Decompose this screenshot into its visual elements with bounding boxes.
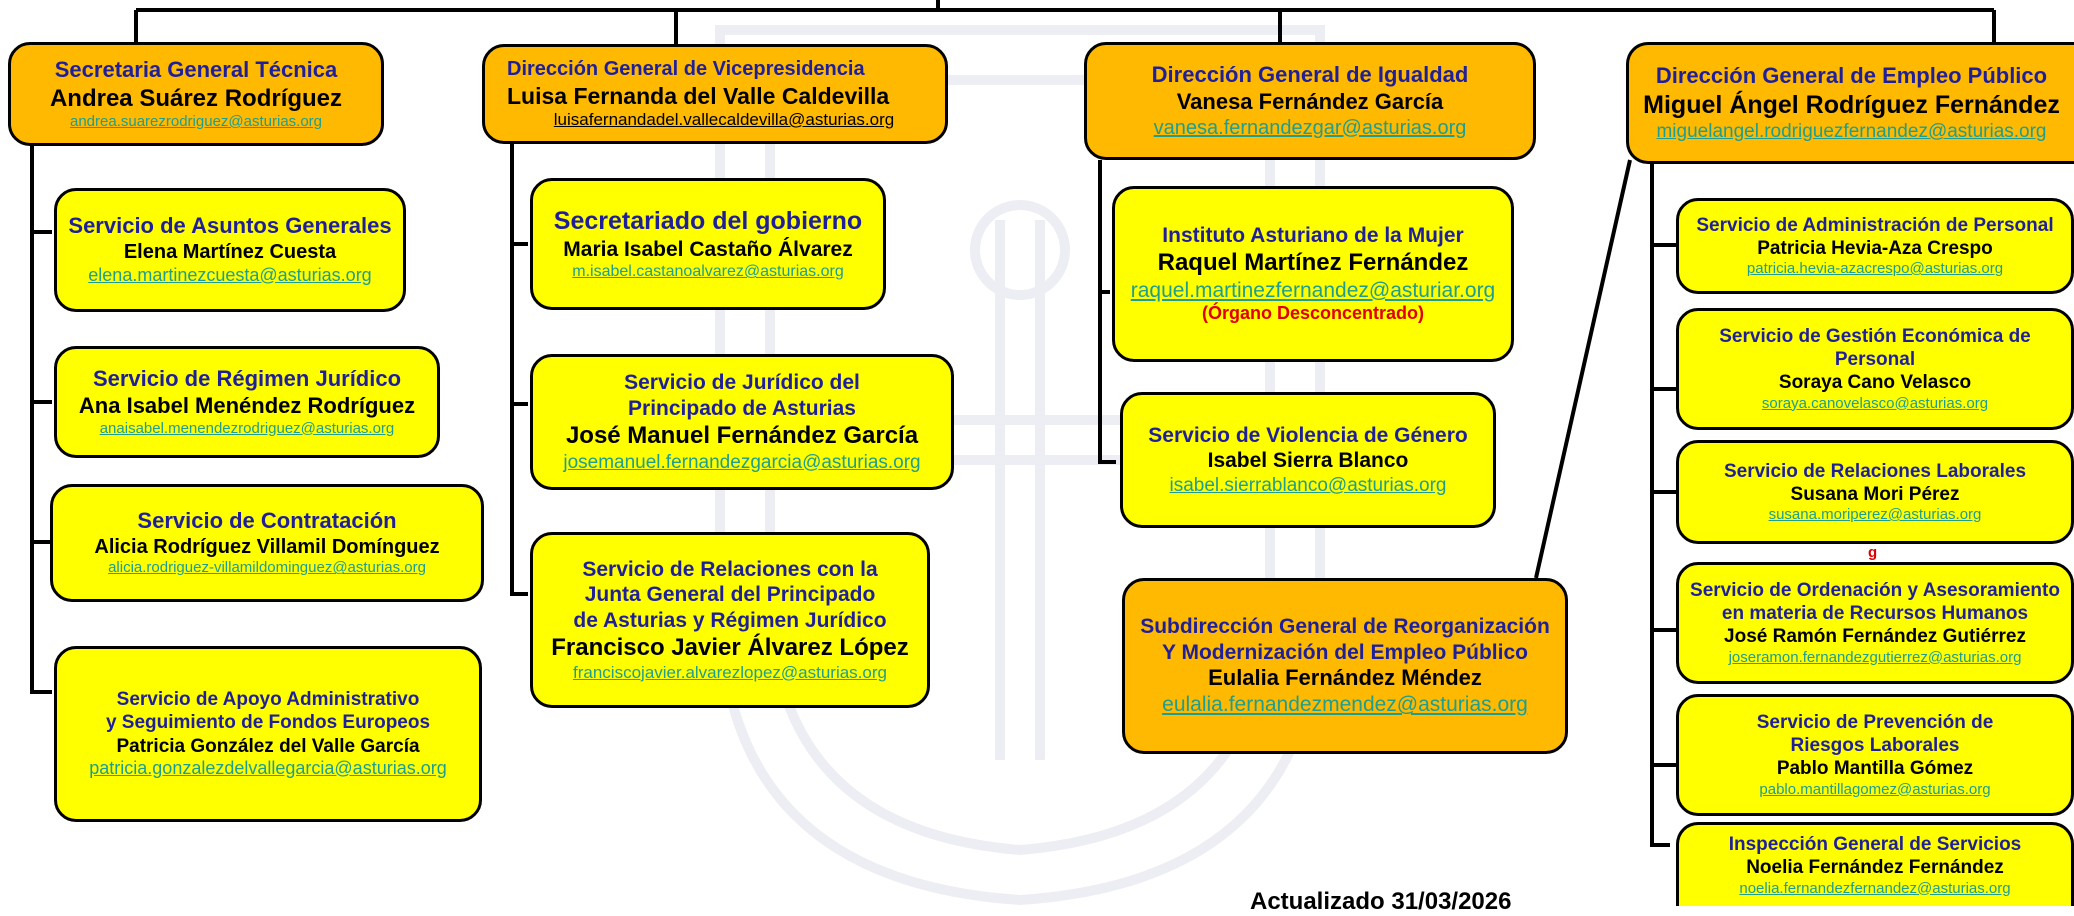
box-servicio-regimen-juridico: Servicio de Régimen Jurídico Ana Isabel … <box>54 346 440 458</box>
person-name: Patricia González del Valle García <box>116 735 420 757</box>
unit-name-line1: Subdirección General de Reorganización <box>1140 615 1550 639</box>
unit-name: Dirección General de Empleo Público <box>1655 62 2048 88</box>
person-name: Patricia Hevia-Aza Crespo <box>1757 237 1993 259</box>
unit-name: Inspección General de Servicios <box>1728 834 2022 856</box>
box-inspeccion-general-servicios: Inspección General de Servicios Noelia F… <box>1676 822 2074 906</box>
unit-name: Dirección General de Igualdad <box>1151 61 1469 87</box>
box-direccion-general-empleo-publico: Dirección General de Empleo Público Migu… <box>1626 42 2074 164</box>
unit-name: Servicio de Relaciones Laborales <box>1723 460 2027 482</box>
unit-name-line2: Junta General del Principado <box>584 583 876 607</box>
person-name: Susana Mori Pérez <box>1790 483 1960 505</box>
box-instituto-asturiano-mujer: Instituto Asturiano de la Mujer Raquel M… <box>1112 186 1514 362</box>
box-servicio-administracion-personal: Servicio de Administración de Personal P… <box>1676 198 2074 294</box>
email-link[interactable]: patricia.gonzalezdelvallegarcia@asturias… <box>89 757 447 778</box>
email-link[interactable]: soraya.canovelasco@asturias.org <box>1761 394 1989 412</box>
box-servicio-relaciones-laborales: Servicio de Relaciones Laborales Susana … <box>1676 440 2074 544</box>
unit-name-line1: Servicio de Prevención de <box>1756 712 1994 734</box>
email-link[interactable]: josemanuel.fernandezgarcia@asturias.org <box>563 451 921 473</box>
unit-name-line1: Servicio de Relaciones con la <box>582 557 878 581</box>
person-name: Ana Isabel Menéndez Rodríguez <box>78 392 416 418</box>
unit-name-line1: Servicio de Ordenación y Asesoramiento <box>1690 580 2060 602</box>
person-name: Elena Martínez Cuesta <box>123 241 337 264</box>
person-name: José Ramón Fernández Gutiérrez <box>1724 626 2026 648</box>
unit-name-line1: Servicio de Apoyo Administrativo <box>116 689 420 711</box>
email-link[interactable]: eulalia.fernandezmendez@asturias.org <box>1162 693 1528 717</box>
person-name: Andrea Suárez Rodríguez <box>49 84 343 112</box>
email-link[interactable]: luisafernandadel.vallecaldevilla@asturia… <box>553 109 895 129</box>
unit-name-line2: Principado de Asturias <box>628 396 856 420</box>
box-servicio-prevencion-riesgos: Servicio de Prevención de Riesgos Labora… <box>1676 694 2074 816</box>
email-link[interactable]: franciscojavier.alvarezlopez@asturias.or… <box>573 662 887 682</box>
email-link[interactable]: alicia.rodriguez-villamildominguez@astur… <box>108 559 426 577</box>
email-link[interactable]: raquel.martinezfernandez@asturiar.org <box>1130 278 1496 302</box>
box-secretaria-general-tecnica: Secretaria General Técnica Andrea Suárez… <box>8 42 384 146</box>
box-servicio-juridico-principado: Servicio de Jurídico del Principado de A… <box>530 354 954 490</box>
unit-name-line2: en materia de Recursos Humanos <box>1721 603 2029 625</box>
unit-name: Servicio de Violencia de Género <box>1148 423 1468 447</box>
email-link[interactable]: susana.moriperez@asturias.org <box>1768 506 1982 524</box>
person-name: Miguel Ángel Rodríguez Fernández <box>1643 90 2060 119</box>
box-servicio-asuntos-generales: Servicio de Asuntos Generales Elena Mart… <box>54 188 406 312</box>
email-link[interactable]: m.isabel.castanoalvarez@asturias.org <box>572 263 844 281</box>
person-name: Raquel Martínez Fernández <box>1157 249 1469 277</box>
unit-name: Servicio de Administración de Personal <box>1696 214 2054 236</box>
box-direccion-general-vicepresidencia: Dirección General de Vicepresidencia Lui… <box>482 44 948 144</box>
person-name: Noelia Fernández Fernández <box>1746 857 2004 879</box>
unit-name: Dirección General de Vicepresidencia <box>507 58 865 81</box>
unit-name-line2: Y Modernización del Empleo Público <box>1161 640 1528 664</box>
box-servicio-apoyo-administrativo: Servicio de Apoyo Administrativo y Segui… <box>54 646 482 822</box>
box-servicio-contratacion: Servicio de Contratación Alicia Rodrígue… <box>50 484 484 602</box>
box-servicio-gestion-economica: Servicio de Gestión Económica de Persona… <box>1676 308 2074 430</box>
person-name: Francisco Javier Álvarez López <box>551 634 909 662</box>
unit-name: Instituto Asturiano de la Mujer <box>1162 223 1464 247</box>
box-direccion-general-igualdad: Dirección General de Igualdad Vanesa Fer… <box>1084 42 1536 160</box>
email-link[interactable]: isabel.sierrablanco@asturias.org <box>1169 475 1447 497</box>
person-name: Maria Isabel Castaño Álvarez <box>563 237 853 261</box>
box-servicio-ordenacion-asesoramiento: Servicio de Ordenación y Asesoramiento e… <box>1676 562 2074 684</box>
unit-name: Servicio de Régimen Jurídico <box>92 366 402 392</box>
person-name: Isabel Sierra Blanco <box>1207 449 1409 473</box>
email-link[interactable]: anaisabel.menendezrodriguez@asturias.org <box>99 419 395 437</box>
unit-name-line2: Personal <box>1834 349 1916 371</box>
person-name: Soraya Cano Velasco <box>1778 372 1972 394</box>
email-link[interactable]: elena.martinezcuesta@asturias.org <box>88 264 372 285</box>
email-link[interactable]: andrea.suarezrodriguez@asturias.org <box>69 112 323 130</box>
unit-name-line2: Riesgos Laborales <box>1790 735 1960 757</box>
updated-date-label: Actualizado 31/03/2026 <box>1250 888 1512 915</box>
unit-name-line1: Servicio de Jurídico del <box>624 371 860 395</box>
stray-mark: g <box>1868 544 1878 561</box>
person-name: Eulalia Fernández Méndez <box>1208 665 1482 691</box>
unit-name-line2: y Seguimiento de Fondos Europeos <box>105 712 431 734</box>
person-name: Luisa Fernanda del Valle Caldevilla <box>507 82 890 109</box>
unit-name: Secretariado del gobierno <box>553 207 863 236</box>
person-name: José Manuel Fernández García <box>565 422 919 450</box>
email-link[interactable]: miguelangel.rodriguezfernandez@asturias.… <box>1656 121 2047 143</box>
box-subdireccion-reorganizacion: Subdirección General de Reorganización Y… <box>1122 578 1568 754</box>
person-name: Alicia Rodríguez Villamil Domínguez <box>94 536 440 559</box>
email-link[interactable]: patricia.hevia-azacrespo@asturias.org <box>1746 260 2004 278</box>
box-servicio-relaciones-junta-general: Servicio de Relaciones con la Junta Gene… <box>530 532 930 708</box>
email-link[interactable]: pablo.mantillagomez@asturias.org <box>1759 780 1991 798</box>
box-secretariado-gobierno: Secretariado del gobierno Maria Isabel C… <box>530 178 886 310</box>
email-link[interactable]: joseramon.fernandezgutierrez@asturias.or… <box>1728 648 2022 666</box>
unit-name: Servicio de Asuntos Generales <box>68 213 392 239</box>
person-name: Pablo Mantilla Gómez <box>1776 758 1974 780</box>
email-link[interactable]: vanesa.fernandezgar@asturias.org <box>1153 116 1467 139</box>
unit-name-line1: Servicio de Gestión Económica de <box>1719 326 2031 348</box>
unit-name-line3: de Asturias y Régimen Jurídico <box>573 608 887 632</box>
box-servicio-violencia-genero: Servicio de Violencia de Género Isabel S… <box>1120 392 1496 528</box>
unit-name: Secretaria General Técnica <box>54 56 338 82</box>
unit-name: Servicio de Contratación <box>137 508 397 534</box>
person-name: Vanesa Fernández García <box>1176 88 1444 114</box>
organ-note: (Órgano Desconcentrado) <box>1201 303 1425 324</box>
email-link[interactable]: noelia.fernandezfernandez@asturias.org <box>1739 879 2011 897</box>
